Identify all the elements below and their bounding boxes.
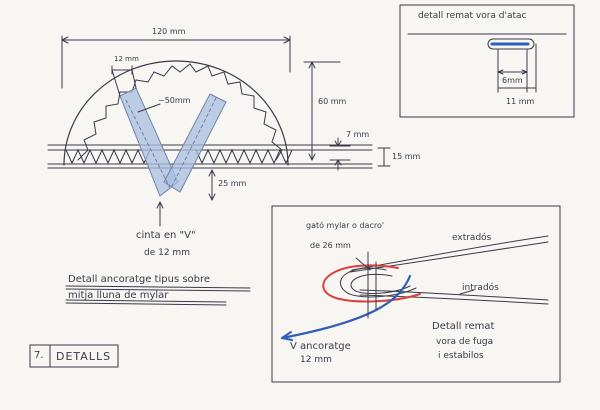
width-label: 120 mm	[152, 27, 186, 36]
section-name-box	[49, 344, 119, 368]
v-tape-right	[163, 93, 227, 193]
leading-edge-title: detall remat vora d'atac	[418, 11, 527, 21]
radius-label: ~50mm	[158, 96, 191, 105]
gap-label-line2: de 26 mm	[310, 241, 351, 250]
half-moon-outline	[63, 60, 289, 166]
caption-underline	[65, 285, 251, 306]
half-moon-detail	[47, 35, 391, 306]
half-moon-title-line1: Detall ancoratge tipus sobre	[68, 274, 211, 285]
thickness-label: 7 mm	[346, 130, 370, 139]
half-moon-title-line2: mitja lluna de mylar	[68, 290, 169, 301]
gap-label-line1: gató mylar o dacro'	[306, 221, 385, 230]
wing-zigzag	[65, 148, 293, 165]
v-anchor-label-line1: V ancoratge	[290, 341, 351, 352]
trailing-title-line3: i estabilos	[438, 351, 484, 361]
trailing-title-line1: Detall remat	[432, 321, 495, 332]
section-name: DETALLS	[56, 350, 112, 363]
leading-edge-11mm: 11 mm	[506, 97, 535, 106]
intrados-label: intradós	[462, 283, 499, 293]
v-anchor-label-line2: 12 mm	[300, 355, 332, 365]
section-15-label: 15 mm	[392, 152, 421, 161]
tape-caption-line1: cinta en "V"	[136, 230, 196, 241]
height-label: 60 mm	[318, 97, 347, 106]
trailing-title-line2: vora de fuga	[436, 337, 494, 347]
tape-width-label: 12 mm	[114, 55, 139, 63]
section-number: 7.	[34, 350, 44, 361]
leading-edge-6mm: 6mm	[502, 76, 523, 85]
tape-caption-line2: de 12 mm	[144, 248, 190, 258]
section-25-label: 25 mm	[218, 179, 247, 188]
extrados-label: extradós	[452, 233, 492, 243]
zigzag-edge	[77, 63, 283, 161]
trailing-edge-box	[271, 205, 561, 383]
leading-edge-box	[399, 4, 575, 118]
